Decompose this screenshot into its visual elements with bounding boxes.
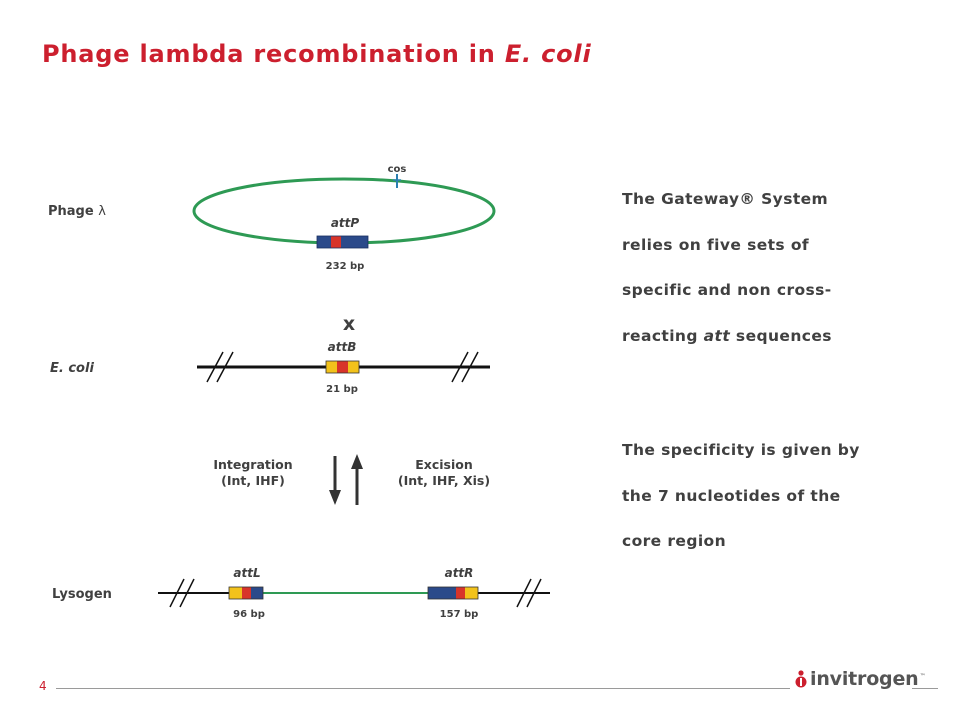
description-line: The Gateway® System xyxy=(622,190,829,208)
description-line: core region xyxy=(622,532,727,550)
attp-size: 232 bp xyxy=(326,261,365,272)
slide-title-species: E. coli xyxy=(504,40,592,68)
footer-divider xyxy=(56,688,790,689)
attr-size: 157 bp xyxy=(440,609,479,620)
integration-label: Integration(Int, IHF) xyxy=(213,457,292,488)
attp-label: attP xyxy=(331,216,360,230)
logo-trademark: ™ xyxy=(919,673,926,680)
invitrogen-logo: invitrogen ™ xyxy=(794,666,925,692)
description-line: specific and non cross- xyxy=(622,281,832,299)
attb-size: 21 bp xyxy=(326,384,358,395)
ecoli-row-label: E. coli xyxy=(50,361,94,376)
footer-divider-end xyxy=(912,688,938,689)
description-line: reacting att sequences xyxy=(622,326,832,345)
attb-site xyxy=(325,360,360,374)
ecoli-break-right-icon xyxy=(451,351,479,383)
lysogen-break-right-icon xyxy=(516,578,542,608)
attp-site xyxy=(316,235,369,249)
attl-label: attL xyxy=(233,566,260,580)
ecoli-break-left-icon xyxy=(206,351,234,383)
cos-label: cos xyxy=(388,164,407,175)
slide-title-prefix: Phage lambda recombination in xyxy=(42,40,505,68)
description-line: the 7 nucleotides of the xyxy=(622,486,841,505)
excision-arrow-up-icon xyxy=(351,454,363,505)
phage-row-label: Phage λ xyxy=(48,204,106,219)
lysogen-break-left-icon xyxy=(169,578,195,608)
specificity-description: The specificity is given by the 7 nucleo… xyxy=(622,428,922,565)
attb-label: attB xyxy=(328,340,357,354)
integration-arrow-down-icon xyxy=(329,456,341,505)
description-line: relies on five sets of xyxy=(622,235,810,254)
description-line: The specificity is given by xyxy=(622,441,860,459)
cross-symbol: x xyxy=(343,313,355,335)
attr-label: attR xyxy=(445,566,474,580)
attl-size: 96 bp xyxy=(233,609,265,620)
phage-circle xyxy=(192,177,496,245)
logo-text: invitrogen xyxy=(810,668,919,690)
page-number: 4 xyxy=(39,679,47,693)
attl-site xyxy=(228,586,264,600)
excision-label: Excision(Int, IHF, Xis) xyxy=(398,457,490,488)
slide-title: Phage lambda recombination in E. coli xyxy=(42,40,591,68)
lysogen-row-label: Lysogen xyxy=(52,587,112,602)
attr-site xyxy=(427,586,479,600)
gateway-description: The Gateway® System relies on five sets … xyxy=(622,177,922,359)
invitrogen-mark-icon xyxy=(795,670,807,688)
